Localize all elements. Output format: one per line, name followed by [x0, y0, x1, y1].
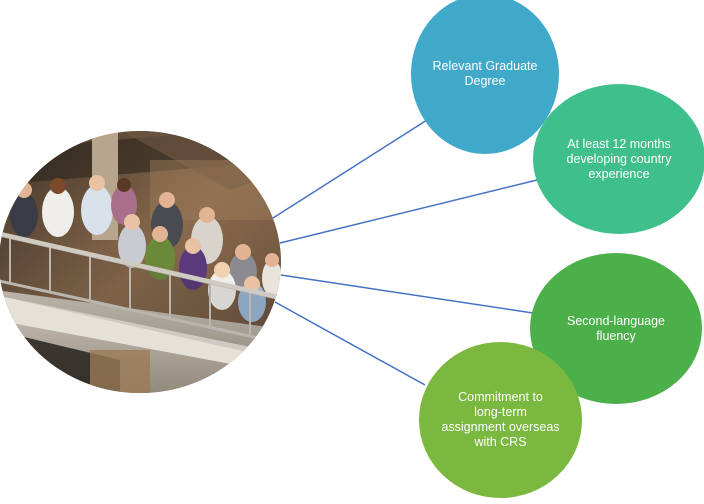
people-group: [10, 175, 281, 322]
connector-line-4: [274, 301, 426, 386]
requirement-label-graduate-degree: Relevant Graduate Degree: [432, 59, 538, 88]
requirement-node-country-experience: At least 12 months developing country ex…: [533, 84, 704, 234]
group-photo: [0, 131, 281, 393]
connector-line-3: [280, 274, 534, 314]
requirement-label-commitment: Commitment to long-term assignment overs…: [441, 390, 560, 449]
connector-line-1: [272, 119, 428, 219]
requirement-label-country-experience: At least 12 months developing country ex…: [566, 136, 672, 181]
stair-railing: [0, 230, 281, 347]
connector-line-2: [279, 179, 538, 244]
requirement-label-language-fluency: Second-language fluency: [567, 313, 665, 343]
requirement-node-graduate-degree: Relevant Graduate Degree: [411, 0, 559, 154]
connector-lines: [272, 119, 538, 386]
requirement-node-commitment: Commitment to long-term assignment overs…: [419, 342, 582, 498]
